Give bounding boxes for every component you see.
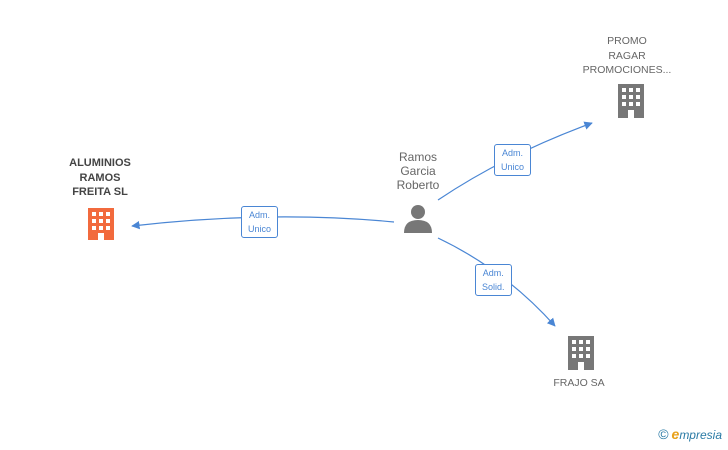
company-name-frajo[interactable]: FRAJO SA <box>553 377 605 389</box>
building-icon-main[interactable] <box>88 208 114 240</box>
edge-label-main[interactable]: Adm. Unico <box>241 206 279 238</box>
copyright-icon: © <box>658 426 669 442</box>
edge-label-frajo[interactable]: Adm. Solid. <box>475 264 512 296</box>
person-icon[interactable] <box>404 205 432 233</box>
brand-logo-text: mpresia <box>679 428 722 442</box>
company-name-main[interactable]: ALUMINIOS RAMOS FREITA SL <box>69 157 131 198</box>
brand-logo: ©empresia <box>658 426 722 442</box>
person-name[interactable]: Ramos Garcia Roberto <box>396 150 440 192</box>
brand-logo-initial: e <box>671 426 680 442</box>
building-icon-frajo[interactable] <box>568 336 594 370</box>
company-name-promo[interactable]: PROMO RAGAR PROMOCIONES... <box>582 35 672 76</box>
building-icon-promo[interactable] <box>618 84 644 118</box>
edge-label-promo[interactable]: Adm. Unico <box>494 144 532 176</box>
